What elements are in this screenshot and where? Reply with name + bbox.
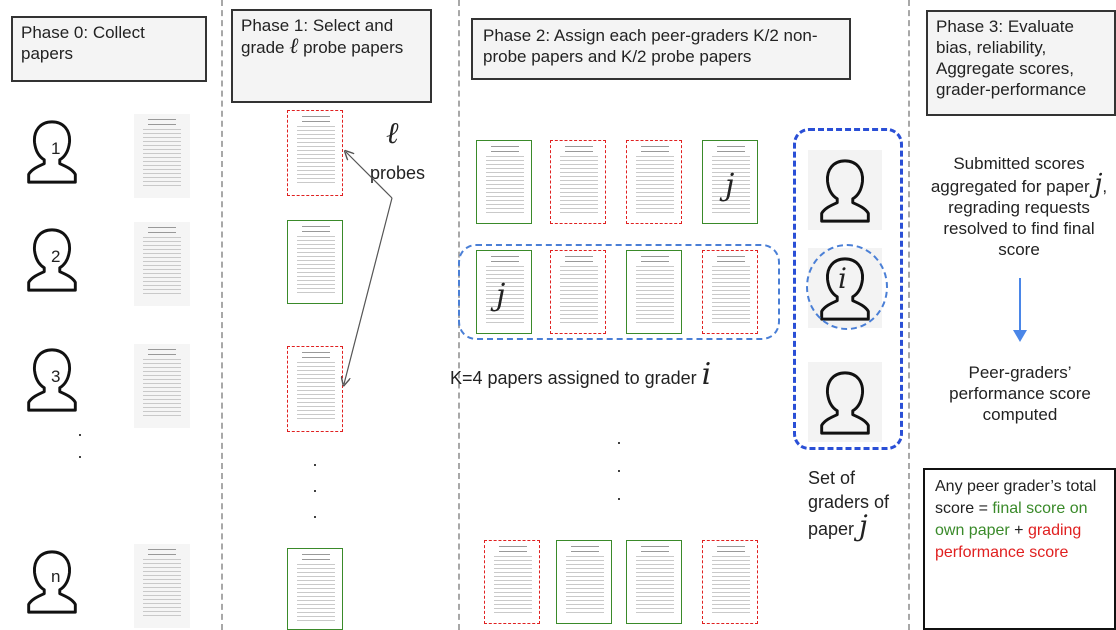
phase-2-header: Phase 2: Assign each peer-graders K/2 no… — [471, 18, 851, 80]
assigned-caption-text: K=4 papers assigned to grader — [450, 368, 702, 388]
assigned-paper — [626, 540, 682, 624]
assigned-paper — [484, 540, 540, 624]
set-of-graders-caption: Set of graders of paper j — [808, 466, 890, 541]
grader-i-papers-group — [458, 244, 780, 340]
grader-2-label: 2 — [51, 247, 61, 266]
non-probe-paper — [287, 548, 343, 630]
total-score-plus: + — [1009, 522, 1028, 539]
phase2-dot: · — [616, 488, 622, 508]
grader-icon — [820, 371, 870, 435]
performance-score-text: Peer-graders’ performance score computed — [949, 363, 1091, 424]
grader-3-label: 3 — [51, 367, 61, 386]
phase-0-title: Phase 0: Collect papers — [21, 23, 145, 63]
phase0-paper-n — [134, 544, 190, 628]
phase-1-title-a: Phase 1: Select and grade — [241, 16, 394, 57]
set-of-graders-text: Set of graders of paper — [808, 468, 890, 539]
submitted-b: , regrading requests resolved to find fi… — [943, 177, 1108, 259]
phase-0-header: Phase 0: Collect papers — [11, 16, 207, 82]
phase-divider-3 — [908, 0, 910, 630]
paper-j-symbol: j — [725, 168, 735, 203]
paper-j-symbol: j — [496, 278, 506, 313]
phase0-dot: · — [77, 424, 83, 444]
assigned-paper — [626, 140, 682, 224]
phase-1-header: Phase 1: Select and grade ℓ probe papers — [231, 9, 432, 103]
assigned-paper — [626, 250, 682, 334]
phase0-paper-1 — [134, 114, 190, 198]
phase-2-title: Phase 2: Assign each peer-graders K/2 no… — [483, 26, 818, 66]
non-probe-paper — [287, 220, 343, 304]
total-score-intro: Any peer grader’s total score = — [935, 478, 1097, 517]
total-score-grading: grading performance score — [935, 522, 1082, 561]
phase-1-title-b: probe papers — [298, 38, 404, 57]
grader-icon — [820, 159, 870, 223]
assigned-paper — [702, 250, 758, 334]
grader-1-label: 1 — [51, 139, 61, 158]
grader-n-label: n — [51, 567, 61, 586]
assigned-paper — [476, 140, 532, 224]
assigned-paper-j — [476, 250, 532, 334]
phase0-paper-3 — [134, 344, 190, 428]
assigned-paper — [702, 540, 758, 624]
assigned-paper — [550, 250, 606, 334]
phase0-paper-2 — [134, 222, 190, 306]
phase0-dot: · — [77, 446, 83, 466]
graders-of-paper-j-group — [793, 128, 903, 450]
phase-divider-1 — [221, 0, 223, 630]
assigned-paper — [550, 140, 606, 224]
probe-paper — [287, 110, 343, 196]
phase2-dot: · — [616, 432, 622, 452]
grader-i-highlight — [806, 244, 888, 330]
probes-label: probes — [370, 163, 426, 183]
paper-j-symbol: j — [1094, 169, 1103, 199]
ell-symbol: ℓ — [289, 34, 299, 59]
flow-arrow — [1013, 278, 1027, 342]
grader-i-symbol: i — [701, 357, 712, 392]
assigned-paper — [556, 540, 612, 624]
ell-probes-symbol: ℓ — [386, 116, 399, 151]
phase1-dot: · — [312, 480, 318, 500]
phase1-dot: · — [312, 454, 318, 474]
phase1-dot: · — [312, 506, 318, 526]
total-score-box: Any peer grader’s total score = final sc… — [923, 468, 1116, 630]
phase-3-title: Phase 3: Evaluate bias, reliability, Agg… — [936, 17, 1087, 99]
total-score-own-paper: final score on own paper — [935, 500, 1088, 539]
probe-paper — [287, 346, 343, 432]
submitted-a: Submitted scores aggregated for paper — [930, 154, 1095, 196]
probe-arrows — [330, 140, 393, 390]
assigned-paper-j — [702, 140, 758, 224]
paper-j-symbol: j — [859, 509, 868, 542]
submitted-scores-text: Submitted scores aggregated for paper j,… — [922, 153, 1116, 260]
phase-3-header: Phase 3: Evaluate bias, reliability, Agg… — [926, 10, 1116, 116]
assigned-caption: K=4 papers assigned to grader i — [450, 360, 711, 390]
phase2-dot: · — [616, 460, 622, 480]
